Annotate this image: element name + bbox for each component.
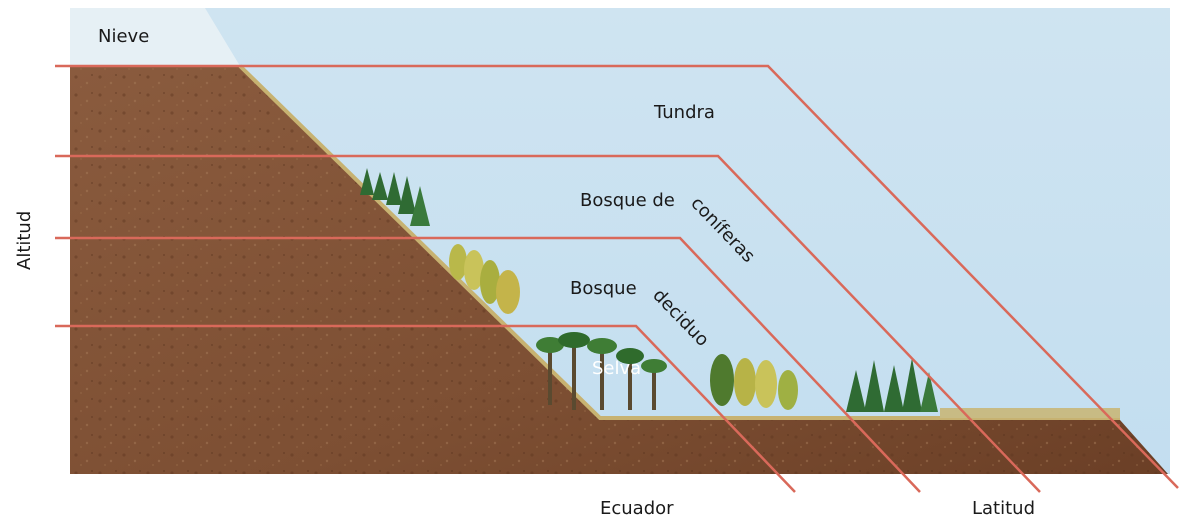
tundra-conifer-boundary	[55, 154, 1041, 493]
lowland-conifer-trees	[846, 358, 938, 412]
zone-boundary-lines	[55, 64, 1179, 493]
conifer-trees-slope	[360, 168, 430, 226]
label-snow: Nieve	[98, 26, 149, 47]
deciduous-trees-slope	[449, 244, 520, 314]
snow-tundra-boundary	[55, 64, 1179, 489]
deciduous-rainforest-boundary	[55, 324, 796, 493]
lowland-deciduous-trees	[710, 354, 798, 410]
label-rainforest: Selva	[592, 358, 641, 379]
label-equator: Ecuador	[600, 498, 674, 519]
label-tundra: Tundra	[653, 102, 715, 123]
label-deciduous-part1: Bosque	[570, 278, 637, 299]
rainforest-trees	[536, 332, 667, 410]
conifer-deciduous-boundary	[55, 236, 921, 493]
snow-cap	[70, 8, 240, 66]
label-latitude: Latitud	[972, 498, 1035, 519]
mountain-soil-texture	[70, 66, 1168, 474]
label-altitude-axis: Altitud	[14, 211, 35, 270]
label-coniferous-part1: Bosque de	[580, 190, 675, 211]
grass-plain	[940, 408, 1120, 418]
